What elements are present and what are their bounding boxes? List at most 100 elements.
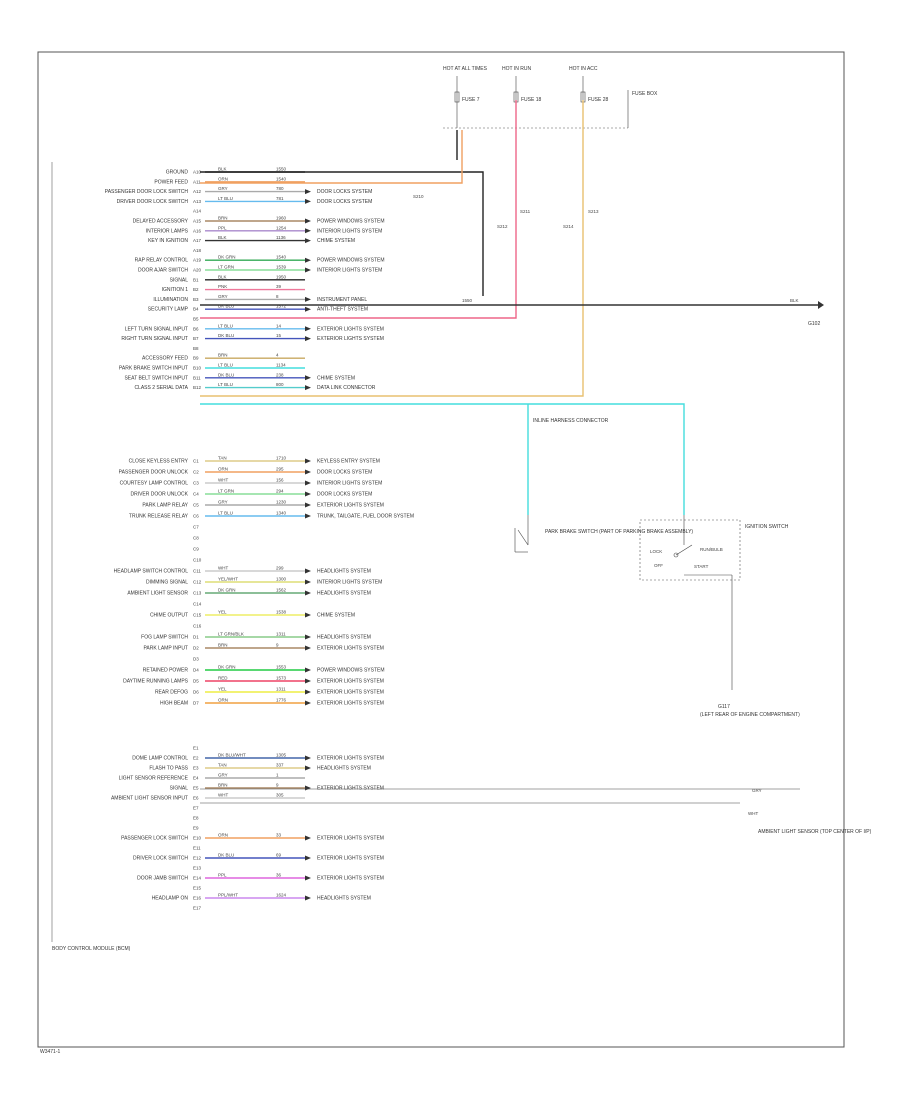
pin-function-label: DRIVER DOOR UNLOCK [130,492,188,498]
arrow-icon [305,257,311,263]
circuit-number: 800 [276,382,284,387]
pin-id: A19 [193,258,202,263]
wire-color: ORN [218,176,228,181]
wire-color: PNK [218,284,227,289]
pin-row-c9: C9 [193,547,199,552]
pin-id: E11 [193,846,201,851]
pin-function-label: PARK LAMP RELAY [142,503,188,509]
pin-id: A15 [193,219,202,224]
ignition-switch-label: IGNITION SWITCH [745,524,789,530]
pin-id: E14 [193,876,202,881]
pin-function-label: PASSENGER DOOR UNLOCK [119,470,189,476]
arrow-icon [305,667,311,673]
arrow-icon [305,198,311,204]
circuit-number: 15 [276,333,282,338]
fuse-name: FUSE 7 [462,97,480,103]
circuit-number: 294 [276,489,284,494]
ground-g102: G102 [808,321,820,327]
ground-arrow [818,301,824,309]
pin-id: E1 [193,746,199,751]
wire-color: BRN [218,783,228,788]
ignition-pos-run: RUN/BULB [700,547,723,552]
pin-id: E12 [193,856,202,861]
pin-id: E5 [193,786,199,791]
pin-function-label: TRUNK RELEASE RELAY [129,514,189,520]
feeder-orange [200,130,463,184]
arrow-icon [305,785,311,791]
arrow-icon [305,835,311,841]
wire-color: DK BLU/WHT [218,753,246,758]
light-sensor-pin-b: WHT [748,811,758,816]
wire-color: PPL [218,225,227,230]
feeder-tan [200,100,584,397]
arrow-icon [305,875,311,881]
wire-color: BRN [218,216,228,221]
pin-id: E15 [193,886,202,891]
circuit-number: 39 [276,284,282,289]
destination-label: EXTERIOR LIGHTS SYSTEM [317,786,384,792]
pin-id: B8 [193,346,199,351]
pin-function-label: HEADLAMP SWITCH CONTROL [114,569,189,575]
wire-color: LT BLU [218,363,233,368]
wire-color: TAN [218,763,227,768]
pin-function-label: AMBIENT LIGHT SENSOR INPUT [111,796,188,802]
destination-label: INTERIOR LIGHTS SYSTEM [317,228,382,234]
pin-id: A12 [193,189,202,194]
pin-id: A10 [193,170,202,175]
pin-id: B9 [193,356,199,361]
pin-id: B11 [193,375,201,380]
pin-id: B10 [193,366,202,371]
circuit-number: 1550 [276,167,287,172]
circuit-number: 305 [276,793,284,798]
pin-row-e17: E17 [193,906,202,911]
wire-color: LT GRN [218,265,234,270]
pin-row-e9: E9 [193,826,199,831]
ignition-pos-lock: LOCK [650,549,662,554]
pin-id: B7 [193,336,199,341]
pin-function-label: COURTESY LAMP CONTROL [120,481,189,487]
pin-id: D2 [193,646,199,651]
wire-color: PPL [218,873,227,878]
ground-g102-color: BLK [790,298,799,303]
arrow-icon [305,568,311,574]
pin-row-e15: E15 [193,886,202,891]
fuse-name: FUSE 28 [588,97,609,103]
wire-color: WHT [218,566,228,571]
pin-function-label: SECURITY LAMP [148,307,189,313]
light-sensor-pin-a: GRY [752,788,762,793]
wire-color: GRY [218,294,228,299]
wire-color: YEL/WHT [218,577,238,582]
park-brake-switch-label: PARK BRAKE SWITCH (PART OF PARKING BRAKE… [545,529,693,535]
circuit-number: 1776 [276,698,287,703]
pin-id: B3 [193,297,199,302]
arrow-icon [305,296,311,302]
splice-s213: S213 [588,209,599,214]
wire-color: GRY [218,186,228,191]
arrow-icon [305,218,311,224]
pin-row-e11: E11 [193,846,201,851]
wire-color: BRN [218,353,228,358]
arrow-icon [305,469,311,475]
pin-id: B5 [193,317,199,322]
circuit-number: 1624 [276,893,287,898]
arrow-icon [305,375,311,381]
destination-label: HEADLIGHTS SYSTEM [317,896,371,902]
pin-id: C6 [193,514,199,519]
pin-id: E17 [193,906,202,911]
bcm-label: BODY CONTROL MODULE (BCM) [52,946,131,952]
wire-color: DK BLU [218,372,234,377]
pin-function-label: FOG LAMP SWITCH [141,635,188,641]
arrow-icon [305,458,311,464]
destination-label: EXTERIOR LIGHTS SYSTEM [317,836,384,842]
arrow-icon [305,513,311,519]
